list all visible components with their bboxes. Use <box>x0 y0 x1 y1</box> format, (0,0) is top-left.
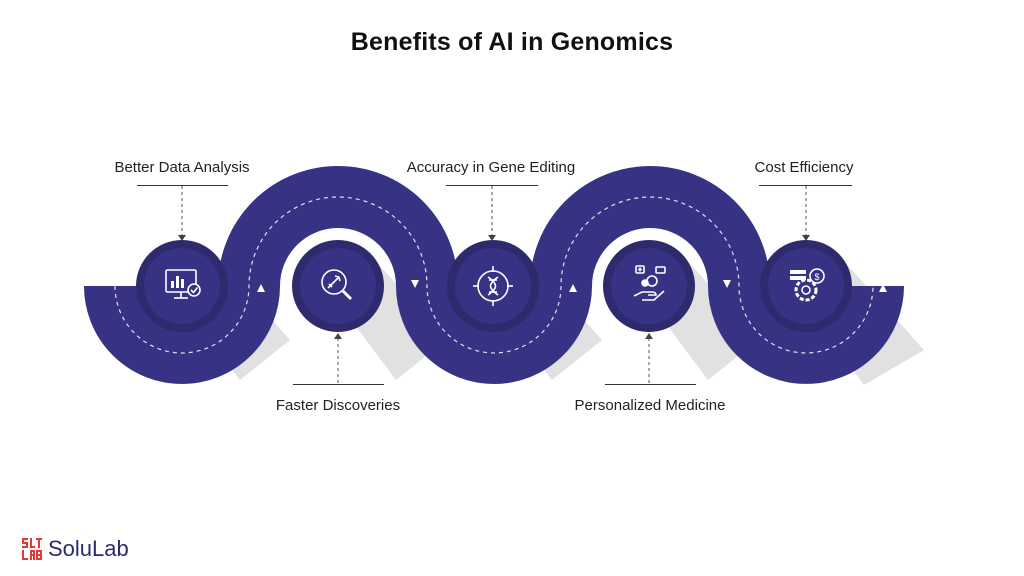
svg-text:$: $ <box>814 272 819 282</box>
rocket-magnifier-icon <box>321 269 353 301</box>
label-underline <box>293 384 384 385</box>
step-label-faster-discoveries: Faster Discoveries <box>275 397 401 414</box>
wave-dashed-path <box>114 196 874 354</box>
pointer-arrowheads <box>178 235 810 339</box>
label-underline <box>137 185 228 186</box>
solulab-logo-icon <box>22 538 42 560</box>
coins-gear-icon: $ <box>790 268 825 302</box>
node-2 <box>292 240 384 332</box>
pointer-lines <box>181 186 807 384</box>
step-label-accuracy-gene-editing: Accuracy in Gene Editing <box>406 159 576 176</box>
brand-name: SoluLab <box>48 536 129 561</box>
dna-target-icon <box>473 266 513 306</box>
monitor-chart-icon <box>165 269 201 299</box>
hand-pills-icon <box>633 265 666 301</box>
label-underline <box>759 185 852 186</box>
step-label-cost-efficiency: Cost Efficiency <box>754 159 854 176</box>
node-3 <box>447 240 539 332</box>
node-4 <box>603 240 695 332</box>
page-title: Benefits of AI in Genomics <box>350 28 674 56</box>
label-underline <box>446 185 538 186</box>
step-label-personalized-medicine: Personalized Medicine <box>574 397 726 414</box>
label-underline <box>605 384 696 385</box>
step-label-better-data-analysis: Better Data Analysis <box>114 159 250 176</box>
brand-logo: SoluLab <box>22 536 129 562</box>
direction-arrows <box>257 280 887 292</box>
